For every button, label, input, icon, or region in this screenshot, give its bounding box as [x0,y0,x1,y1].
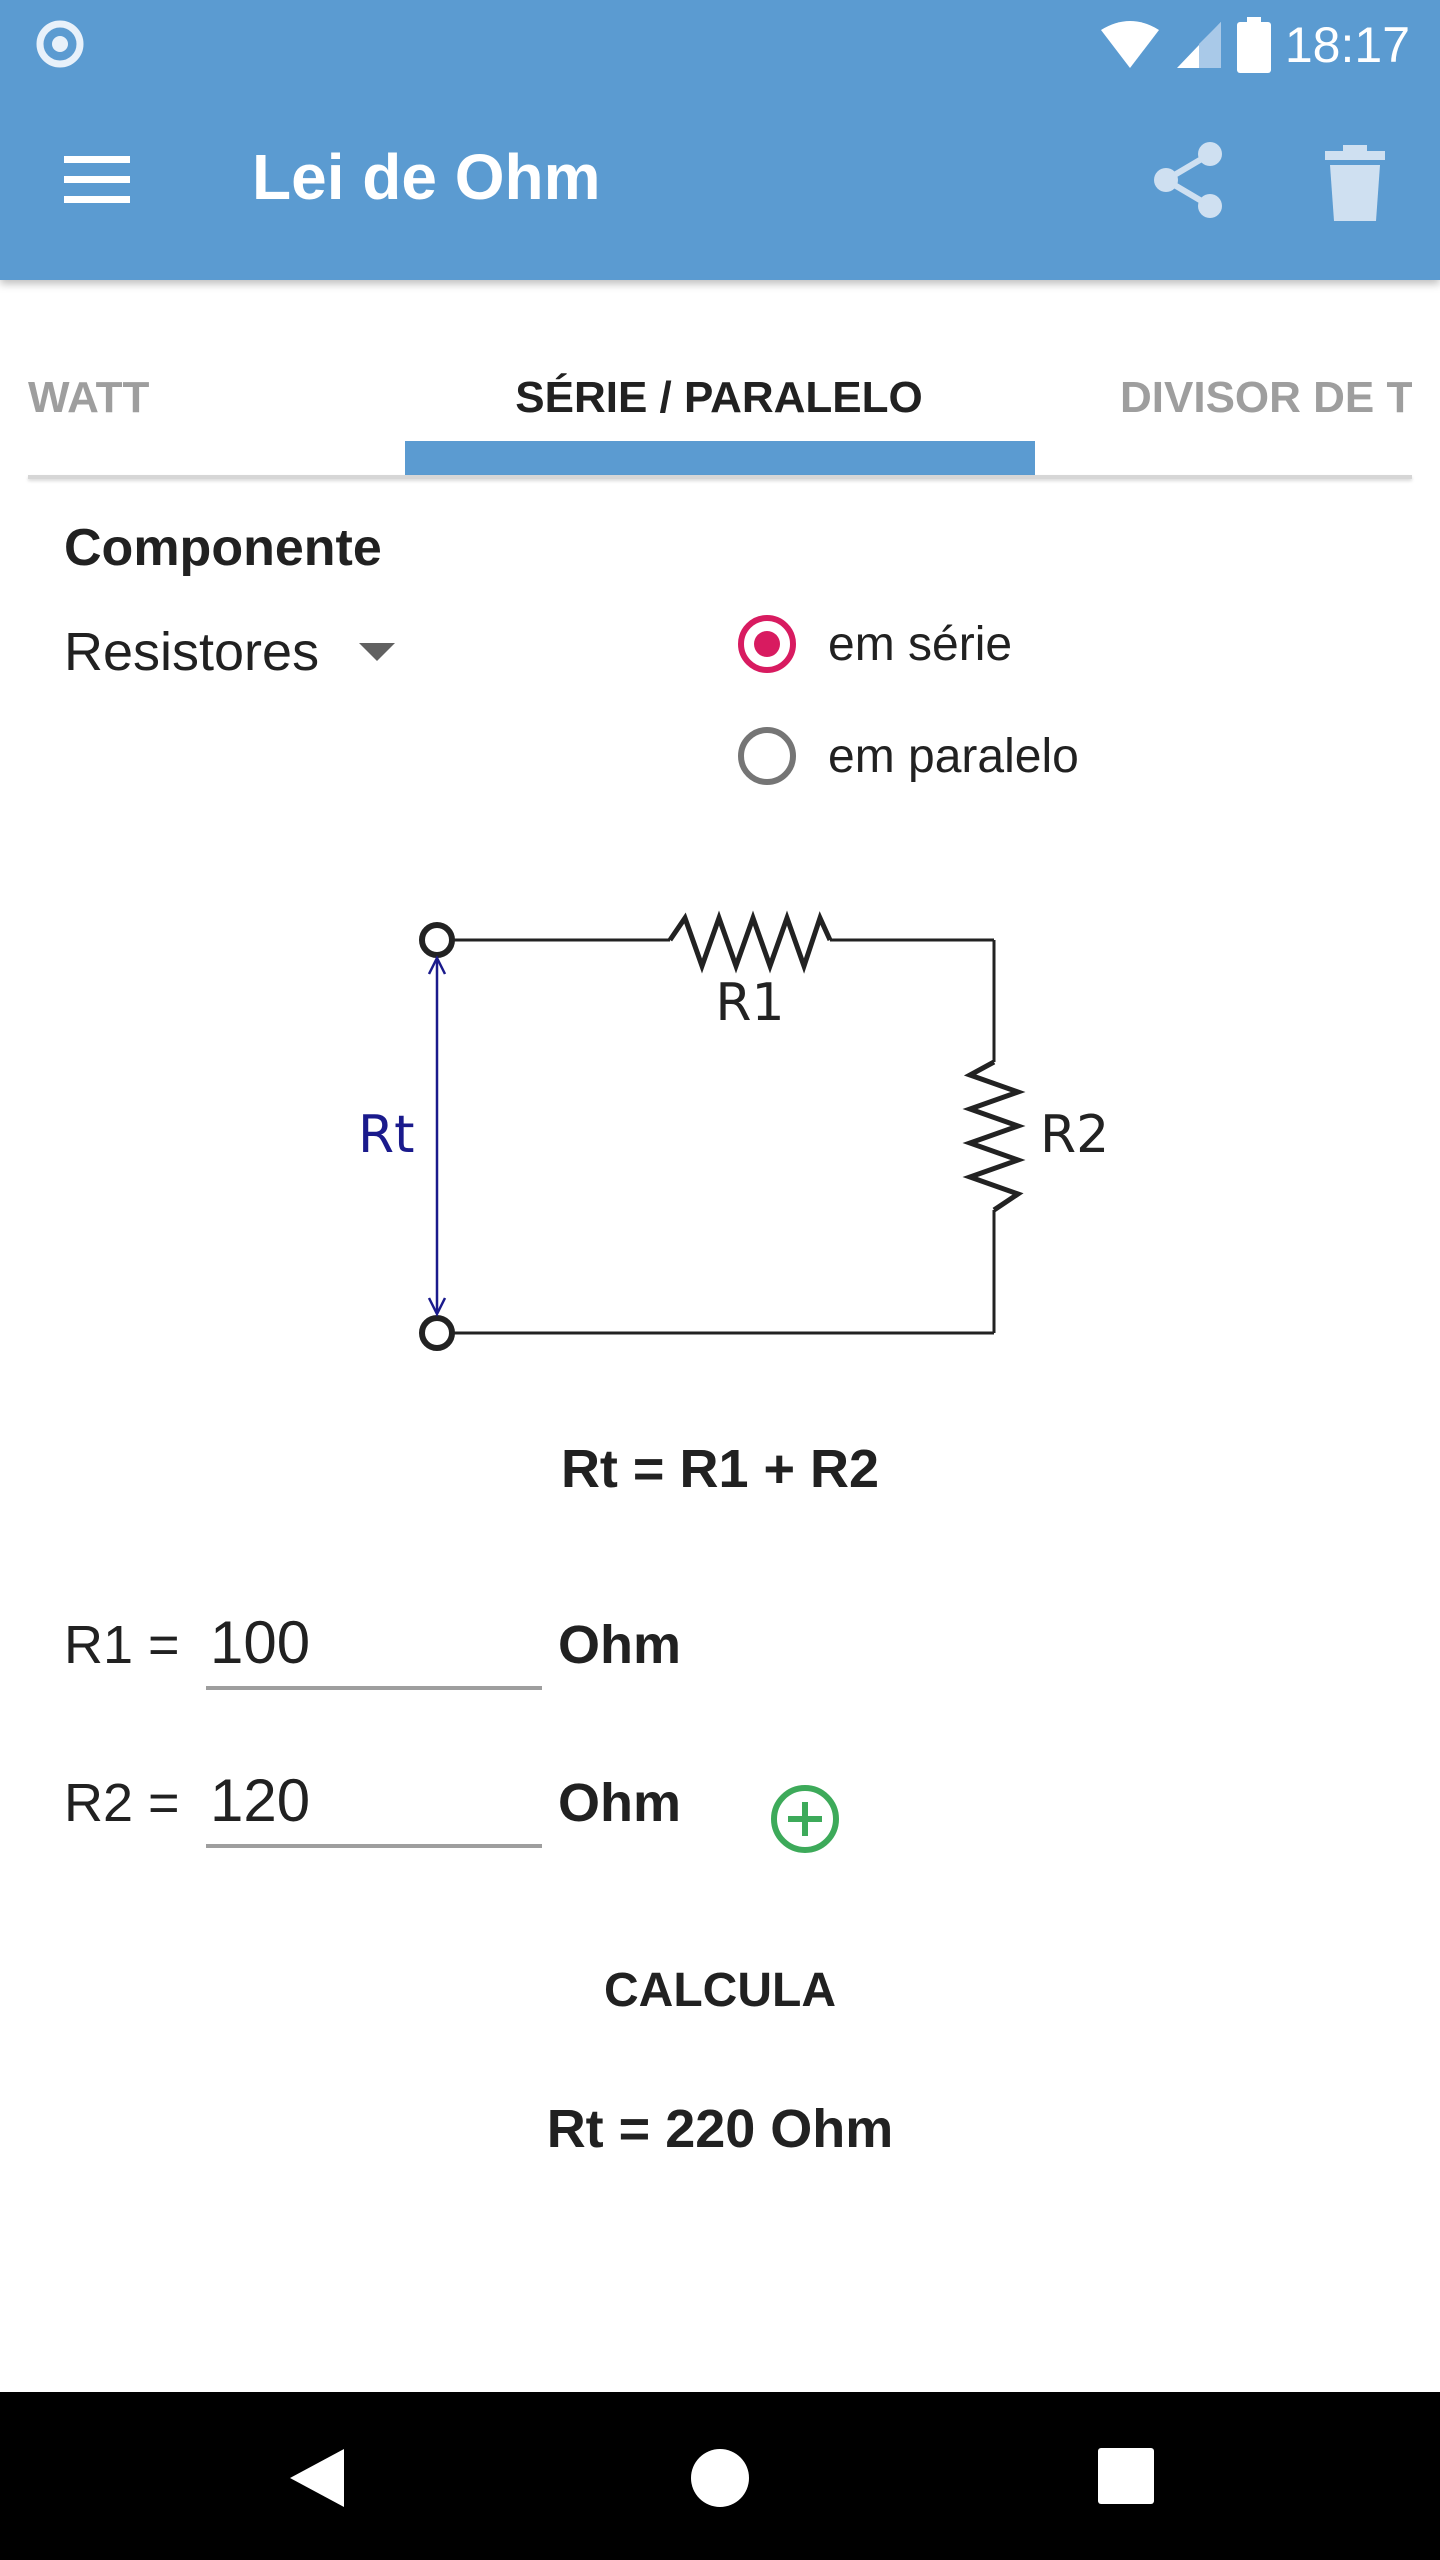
radio-checked-icon[interactable] [738,615,796,673]
radio-unchecked-icon[interactable] [738,727,796,785]
radio-em-serie[interactable]: em série [738,604,1012,684]
notification-icon [36,20,84,68]
result-text: Rt = 220 Ohm [546,2099,894,2159]
tab-watt[interactable]: WATT [28,373,150,422]
tab-indicator [405,441,1035,475]
signal-icon [1176,22,1221,68]
r1-input[interactable] [206,1598,542,1690]
battery-icon [1236,17,1271,73]
delete-icon[interactable] [1325,145,1385,221]
tab-serie-paralelo[interactable]: SÉRIE / PARALELO [515,373,923,422]
terminal-bottom [419,1315,455,1351]
r2-input[interactable] [206,1756,542,1848]
radio-em-paralelo[interactable]: em paralelo [738,716,1079,796]
label-r2: R2 [1040,1105,1109,1165]
radio-label-em-paralelo: em paralelo [828,729,1079,783]
r2-unit: Ohm [558,1773,682,1833]
status-bar-right: 18:17 [1099,10,1410,80]
circuit-diagram: R1 R2 Rt [358,910,1109,1351]
label-rt: Rt [358,1105,415,1165]
app-title: Lei de Ohm [252,141,601,213]
formula-text: Rt = R1 + R2 [560,1439,880,1499]
recents-icon[interactable] [1098,2448,1154,2504]
rt-arrow-head-top [427,955,447,975]
r2-label: R2 = [64,1773,180,1833]
dropdown-arrow-icon [359,643,396,661]
tab-bar: WATT SÉRIE / PARALELO DIVISOR DE T [28,330,1412,480]
tab-divisor[interactable]: DIVISOR DE T [1120,373,1412,422]
radio-label-em-serie: em série [828,617,1013,671]
home-icon[interactable] [690,2448,750,2508]
calculate-button[interactable]: CALCULA [604,1963,836,2017]
resistor-r1 [667,910,833,974]
r1-unit: Ohm [558,1615,682,1675]
add-circle-icon[interactable] [768,1782,842,1856]
status-time: 18:17 [1284,17,1410,73]
dropdown-value: Resistores [64,622,320,682]
resistor-r2 [962,1059,1026,1213]
terminal-top [419,922,455,958]
back-icon[interactable] [286,2447,346,2509]
r1-label: R1 = [64,1615,180,1675]
rt-arrow-head-bottom [427,1297,447,1317]
share-icon[interactable] [1150,140,1224,220]
tabs-divider [28,475,1412,479]
component-heading: Componente [64,519,382,577]
menu-icon[interactable] [60,150,134,210]
label-r1: R1 [715,973,784,1033]
component-dropdown[interactable]: Resistores [64,612,396,692]
wifi-icon [1100,21,1159,68]
